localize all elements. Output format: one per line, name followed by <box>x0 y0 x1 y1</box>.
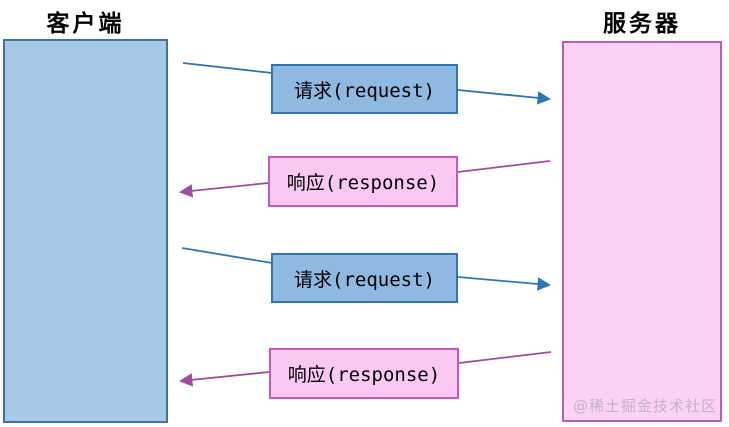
request-label-2: 请求(request) <box>271 253 458 303</box>
server-box <box>562 41 722 422</box>
watermark: @稀土掘金技术社区 <box>572 397 717 415</box>
request-label-1: 请求(request) <box>271 64 458 114</box>
response-label-2: 响应(response) <box>269 348 459 399</box>
client-box <box>3 39 168 423</box>
server-title: 服务器 <box>603 11 681 37</box>
response-label-1: 响应(response) <box>268 156 458 207</box>
client-title: 客户端 <box>46 11 125 37</box>
